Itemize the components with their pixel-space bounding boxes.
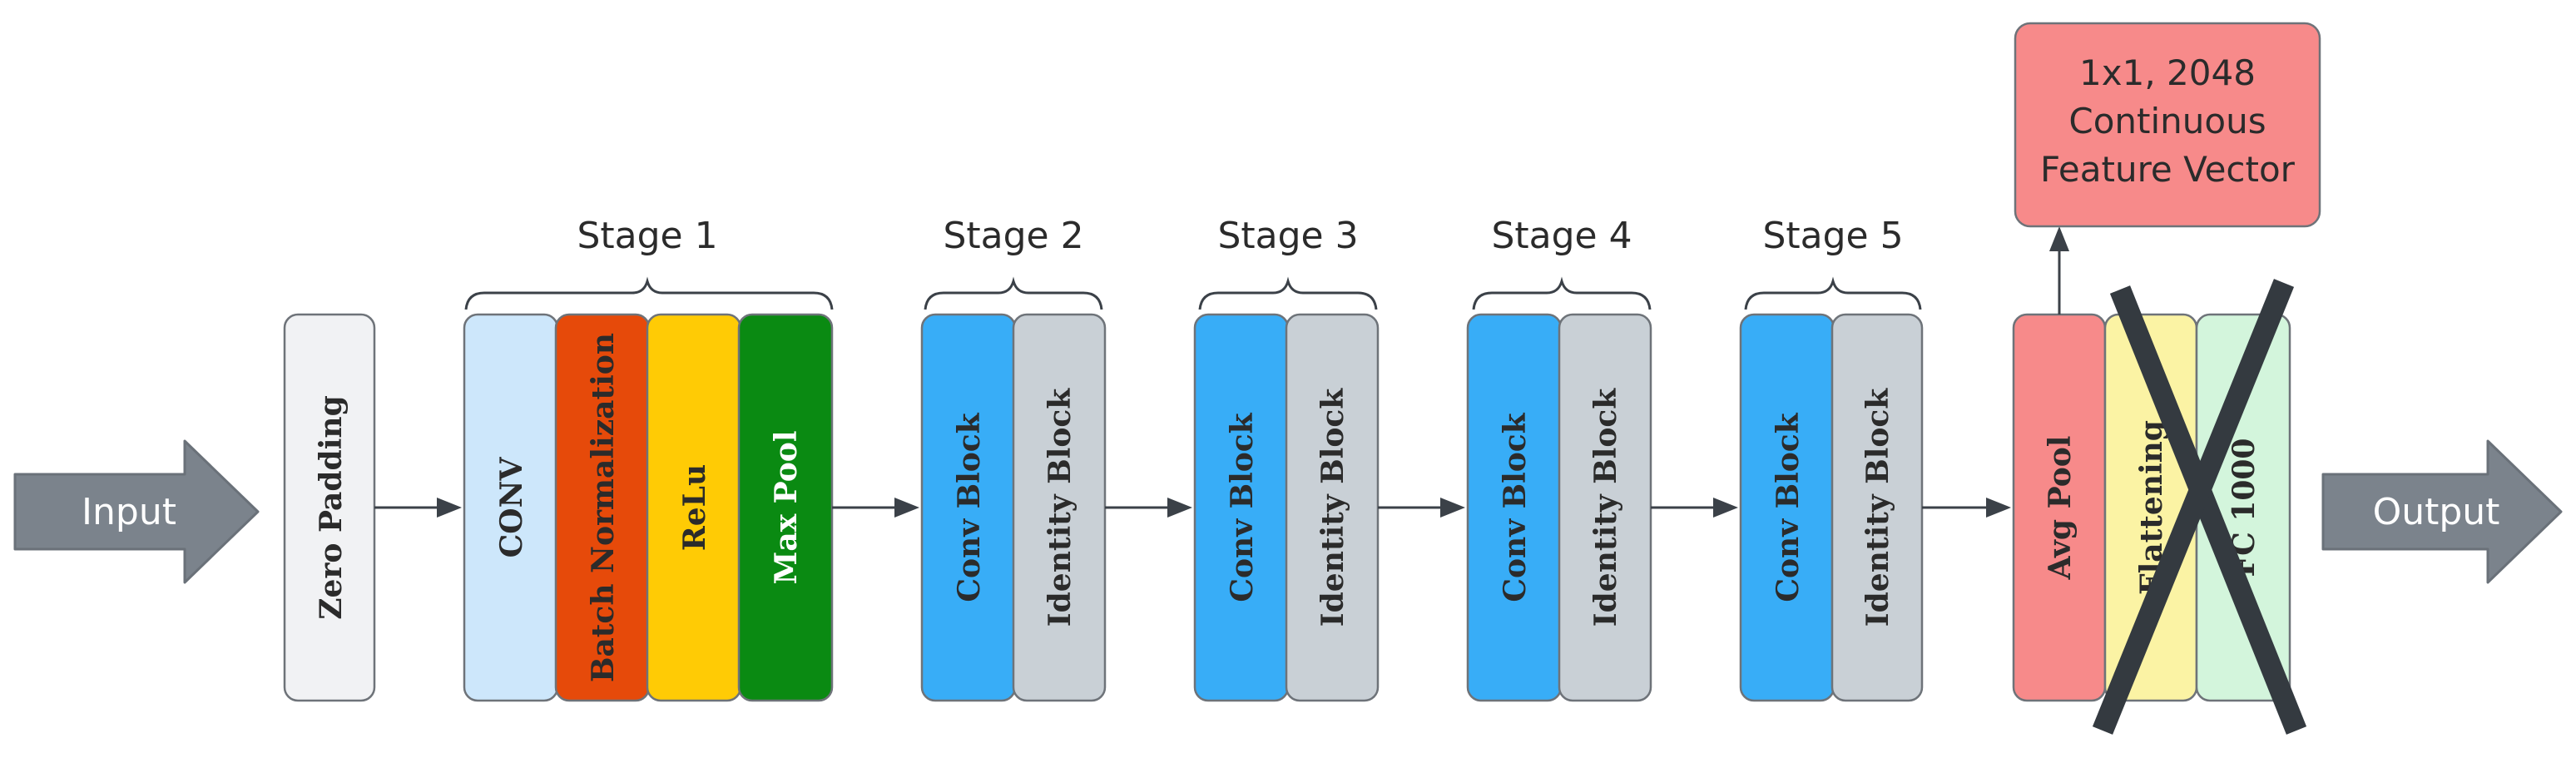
connector-arrow xyxy=(1105,498,1192,518)
stage-4-label: Stage 4 xyxy=(1491,215,1632,257)
zero-padding-block: Zero Padding xyxy=(283,313,376,702)
stage-5-brace xyxy=(1744,276,1922,310)
identity-block: Identity Block xyxy=(1285,313,1380,702)
stage-1-group: Stage 1 CONV Batch Normalization ReLu Ma… xyxy=(463,215,834,702)
conv-label: CONV xyxy=(494,457,529,558)
stage-3-label: Stage 3 xyxy=(1217,215,1358,257)
relu-label: ReLu xyxy=(677,464,712,551)
output-arrow: Output xyxy=(2321,439,2563,584)
avg-pool-label: Avg Pool xyxy=(2043,436,2078,581)
conv-block: Conv Block xyxy=(1739,313,1835,702)
connector-arrow xyxy=(832,498,919,518)
stage-1-label: Stage 1 xyxy=(577,215,717,257)
input-label: Input xyxy=(82,491,176,533)
feature-vector-box: 1x1, 2048 Continuous Feature Vector xyxy=(2014,22,2321,228)
conv-block: Conv Block xyxy=(1193,313,1290,702)
identity-block: Identity Block xyxy=(1012,313,1107,702)
stage-4-brace xyxy=(1472,276,1652,310)
avg-pool-block: Avg Pool xyxy=(2012,313,2107,702)
connector-arrow xyxy=(1651,498,1738,518)
conv-block: Conv Block xyxy=(1466,313,1563,702)
feature-vector-line-1: 1x1, 2048 xyxy=(2079,52,2256,93)
conv-block-label: Conv Block xyxy=(1498,412,1533,602)
stage-4-group: Stage 4 Conv Block Identity Block xyxy=(1466,215,1652,702)
connector-arrow xyxy=(374,498,462,518)
stage-5-label: Stage 5 xyxy=(1762,215,1903,257)
input-arrow: Input xyxy=(13,439,260,584)
max-pool-label: Max Pool xyxy=(769,431,804,585)
stage-2-group: Stage 2 Conv Block Identity Block xyxy=(920,215,1107,702)
batch-normalization-block: Batch Normalization xyxy=(554,313,651,702)
max-pool-block: Max Pool xyxy=(737,313,834,702)
feature-vector-line-2: Continuous xyxy=(2068,101,2266,141)
stage-3-group: Stage 3 Conv Block Identity Block xyxy=(1193,215,1380,702)
connector-arrow xyxy=(1378,498,1465,518)
cross-out-mark xyxy=(2092,279,2307,735)
feature-vector-arrow xyxy=(2049,226,2069,315)
head-group: Avg Pool Flattening FC 1000 xyxy=(2012,279,2307,735)
identity-block-label: Identity Block xyxy=(1043,388,1077,627)
conv-block-label: Conv Block xyxy=(952,412,987,602)
identity-block-label: Identity Block xyxy=(1860,388,1895,627)
feature-vector-line-3: Feature Vector xyxy=(2040,149,2296,190)
stage-2-brace xyxy=(924,276,1103,310)
stage-5-group: Stage 5 Conv Block Identity Block xyxy=(1739,215,1924,702)
connector-arrow xyxy=(1922,498,2011,518)
conv-block: Conv Block xyxy=(920,313,1017,702)
identity-block-label: Identity Block xyxy=(1588,388,1623,627)
identity-block: Identity Block xyxy=(1558,313,1652,702)
relu-block: ReLu xyxy=(646,313,742,702)
batch-normalization-label: Batch Normalization xyxy=(586,333,621,682)
conv-block-label: Conv Block xyxy=(1225,412,1260,602)
stage-2-label: Stage 2 xyxy=(943,215,1083,257)
fc-1000-block: FC 1000 xyxy=(2195,313,2291,702)
conv-block: CONV xyxy=(463,313,559,702)
stage-1-brace xyxy=(464,276,834,310)
identity-block: Identity Block xyxy=(1830,313,1924,702)
conv-block-label: Conv Block xyxy=(1771,412,1806,602)
output-label: Output xyxy=(2373,491,2500,533)
identity-block-label: Identity Block xyxy=(1315,388,1350,627)
stage-3-brace xyxy=(1198,276,1378,310)
zero-padding-label: Zero Padding xyxy=(314,395,349,620)
